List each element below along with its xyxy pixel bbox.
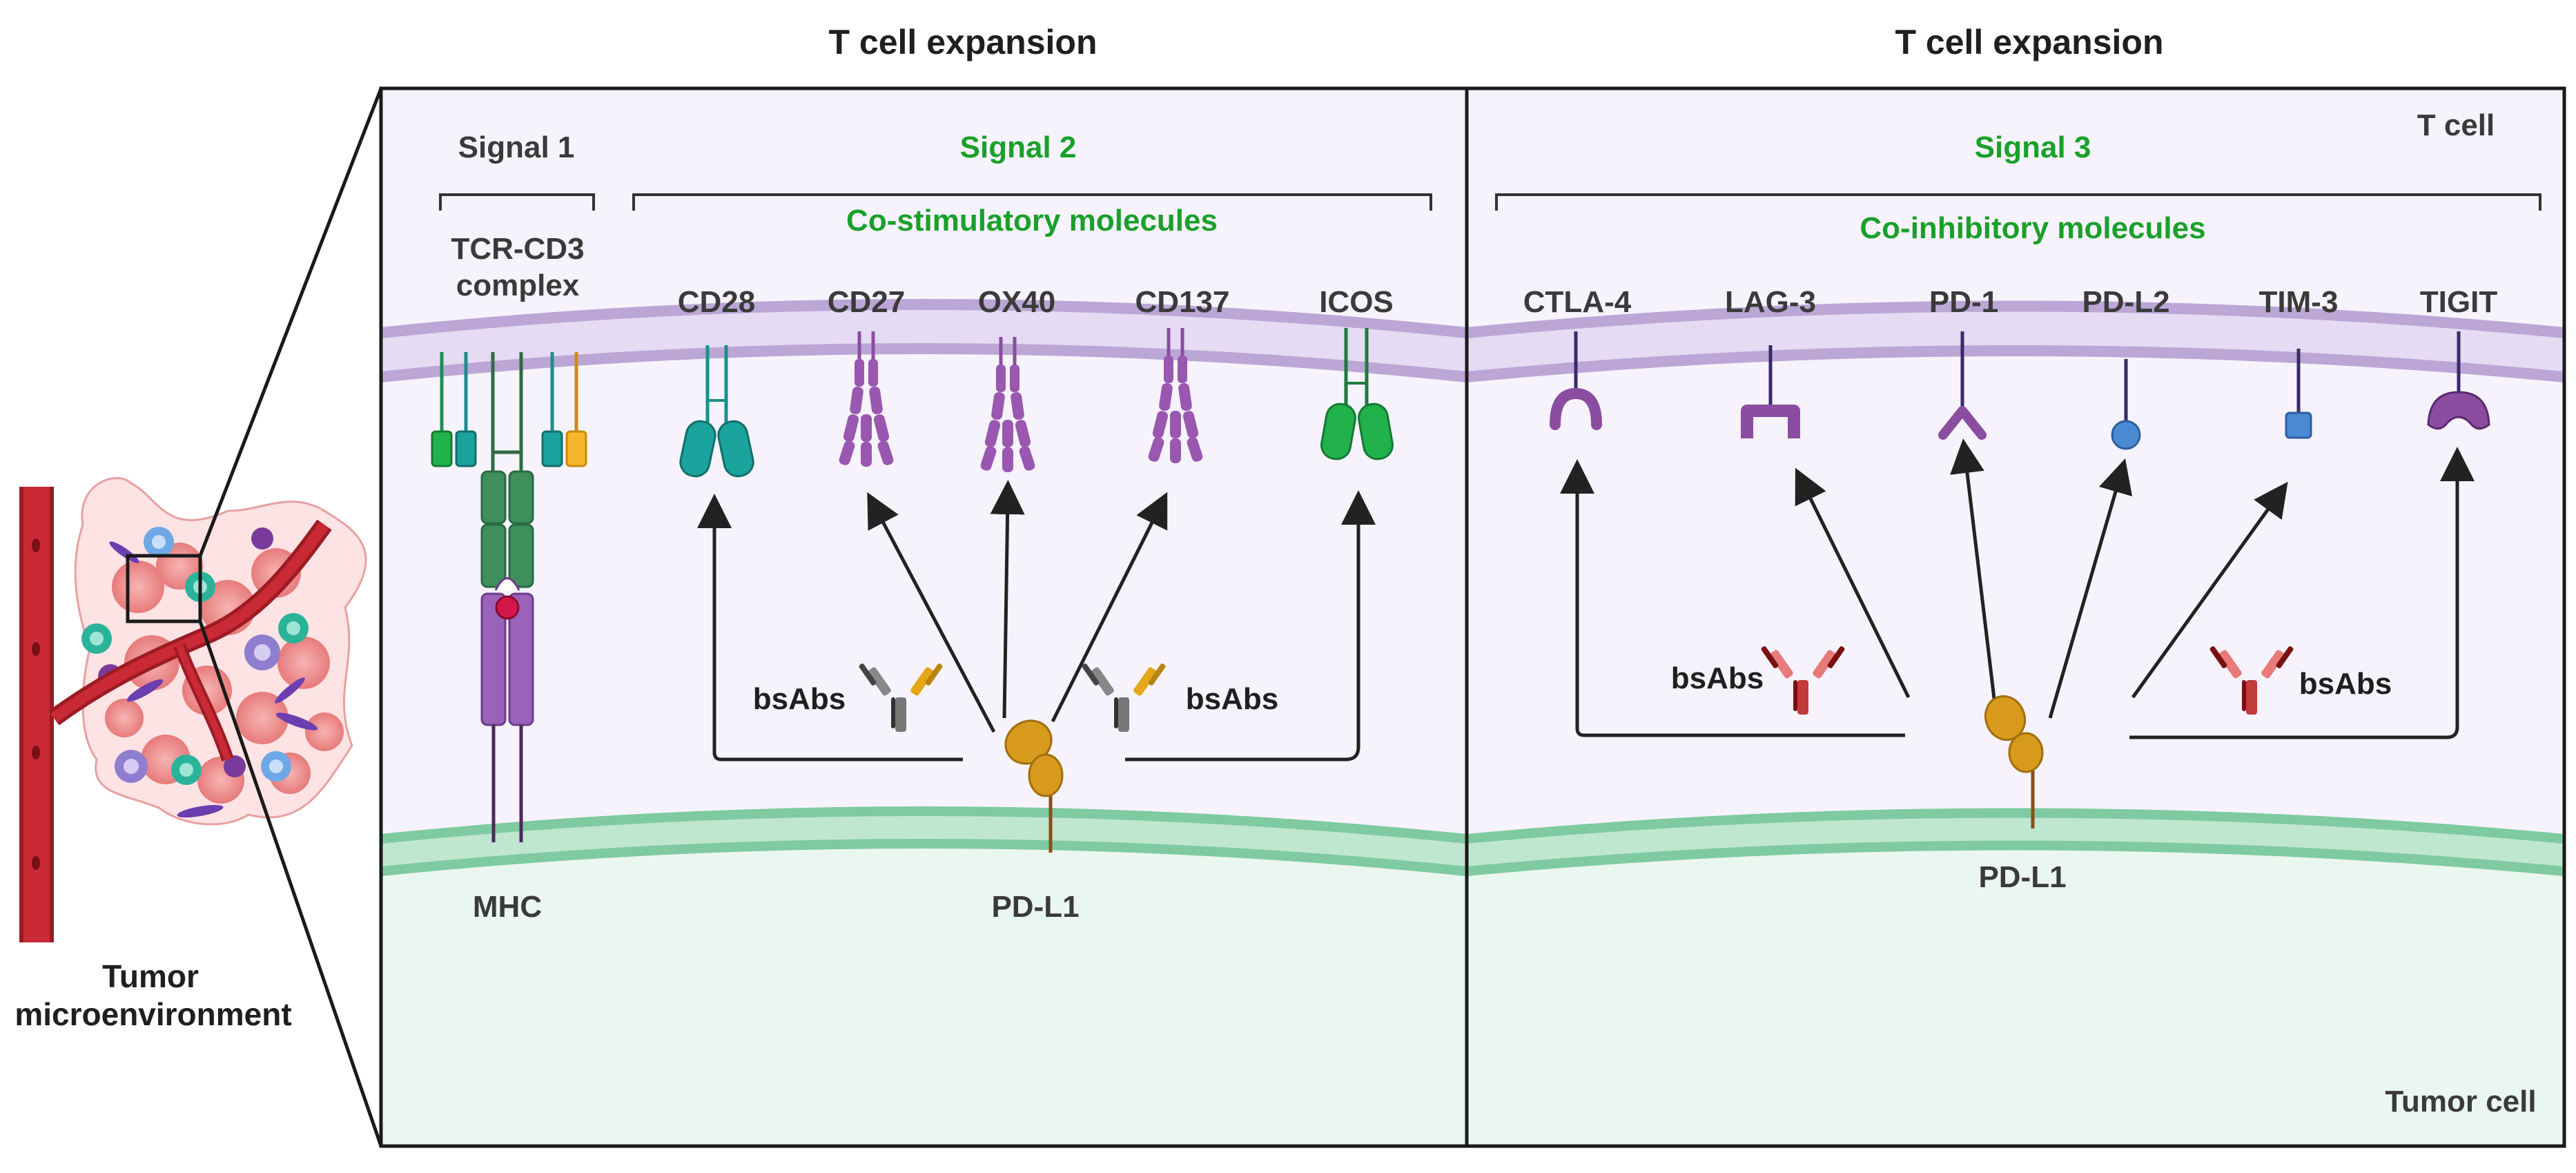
tcr-cd3-complex-glyph [431, 352, 587, 842]
pdl1-glyph-left [1004, 719, 1064, 853]
arrow-to-ox40 [990, 480, 1025, 719]
zoom-line-bottom [198, 621, 383, 1147]
ox40-receptor-glyph [980, 337, 1035, 472]
bispecific-antibody-icon [1082, 663, 1166, 732]
signal2-bracket [632, 193, 1432, 211]
right-panel-background [1467, 88, 2564, 1146]
lag3-receptor-glyph [1741, 345, 1800, 438]
receptor-label-pd1: PD-1 [1929, 285, 1998, 319]
signal3-label: Signal 3 [1975, 130, 2091, 164]
receptor-label-ctla4: CTLA-4 [1523, 285, 1632, 319]
tumor-microenvironment-label-line1: Tumor [102, 958, 199, 994]
cd28-receptor-glyph [679, 345, 754, 478]
tumor-cell-label: Tumor cell [2385, 1085, 2536, 1118]
bispecific-antibody-icon [2209, 646, 2294, 715]
arrow-to-lag3 [1795, 467, 1911, 699]
cd27-receptor-glyph [839, 331, 894, 467]
bsabs-label-right-2: bsAbs [2299, 667, 2392, 701]
tumor-microenvironment-label-line2: microenvironment [14, 996, 291, 1032]
ctla4-receptor-glyph [1550, 331, 1602, 430]
mhc-label: MHC [473, 890, 542, 924]
receptor-label-lag3: LAG-3 [1725, 285, 1816, 319]
icos-receptor-glyph [1320, 328, 1394, 461]
pdl2-receptor-glyph [2111, 359, 2141, 450]
coinhib-label: Co-inhibitory molecules [1860, 211, 2205, 245]
bispecific-antibody-icon [859, 663, 943, 732]
left-panel-background [381, 88, 1467, 1146]
bispecific-antibody-icon [1761, 646, 1845, 715]
arrow-to-pd1 [1950, 438, 1997, 705]
right-arrows [1560, 438, 2475, 739]
tim3-receptor-glyph [2285, 349, 2312, 439]
cd137-receptor-glyph [1148, 328, 1203, 463]
bsabs-label-left-1: bsAbs [753, 682, 846, 716]
signal1-label: Signal 1 [458, 130, 575, 164]
receptor-label-tigit: TIGIT [2420, 285, 2498, 319]
receptor-label-pdl2: PD-L2 [2082, 285, 2169, 319]
arrow-to-cd28 [697, 494, 963, 762]
tcell-membrane [380, 299, 2565, 382]
arrow-to-ctla4 [1560, 459, 1905, 737]
tcell-label: T cell [2417, 108, 2495, 142]
receptor-label-ox40: OX40 [978, 285, 1056, 319]
receptor-label-cd137: CD137 [1135, 285, 1230, 319]
signal3-bracket [1495, 193, 2541, 211]
arrow-to-cd27 [867, 492, 996, 733]
pdl1-label-right: PD-L1 [1978, 860, 2066, 894]
costim-label: Co-stimulatory molecules [846, 204, 1218, 237]
signal1-bracket [439, 193, 595, 211]
receptor-label-icos: ICOS [1319, 285, 1394, 319]
tcr-cd3-label-line2: complex [456, 269, 580, 302]
arrow-to-pdl2 [2048, 458, 2133, 719]
receptor-label-tim3: TIM-3 [2259, 285, 2339, 319]
pd1-receptor-glyph [1938, 331, 1987, 440]
tumor-microenvironment-illustration [19, 477, 367, 942]
receptor-label-cd27: CD27 [828, 285, 906, 319]
bsabs-label-left-2: bsAbs [1186, 682, 1278, 716]
arrow-to-tigit [2129, 447, 2475, 739]
zoom-line-top [198, 88, 383, 556]
receptor-label-cd28: CD28 [678, 285, 756, 319]
pdl1-glyph-right [1984, 695, 2044, 828]
title-right: T cell expansion [1895, 23, 2163, 61]
right-panel-border [1465, 86, 2566, 1148]
title-left: T cell expansion [828, 23, 1097, 61]
arrow-to-cd137 [1051, 492, 1168, 723]
left-arrows [697, 480, 1376, 762]
pdl1-label-left: PD-L1 [991, 890, 1079, 924]
tumor-membrane [380, 806, 2565, 876]
signal2-label: Signal 2 [960, 130, 1077, 164]
arrow-to-tim3 [2131, 481, 2288, 699]
tcr-cd3-label-line1: TCR-CD3 [451, 232, 584, 266]
bsabs-label-right-1: bsAbs [1671, 661, 1764, 695]
arrow-to-icos [1125, 490, 1376, 762]
tigit-receptor-glyph [2427, 331, 2490, 430]
